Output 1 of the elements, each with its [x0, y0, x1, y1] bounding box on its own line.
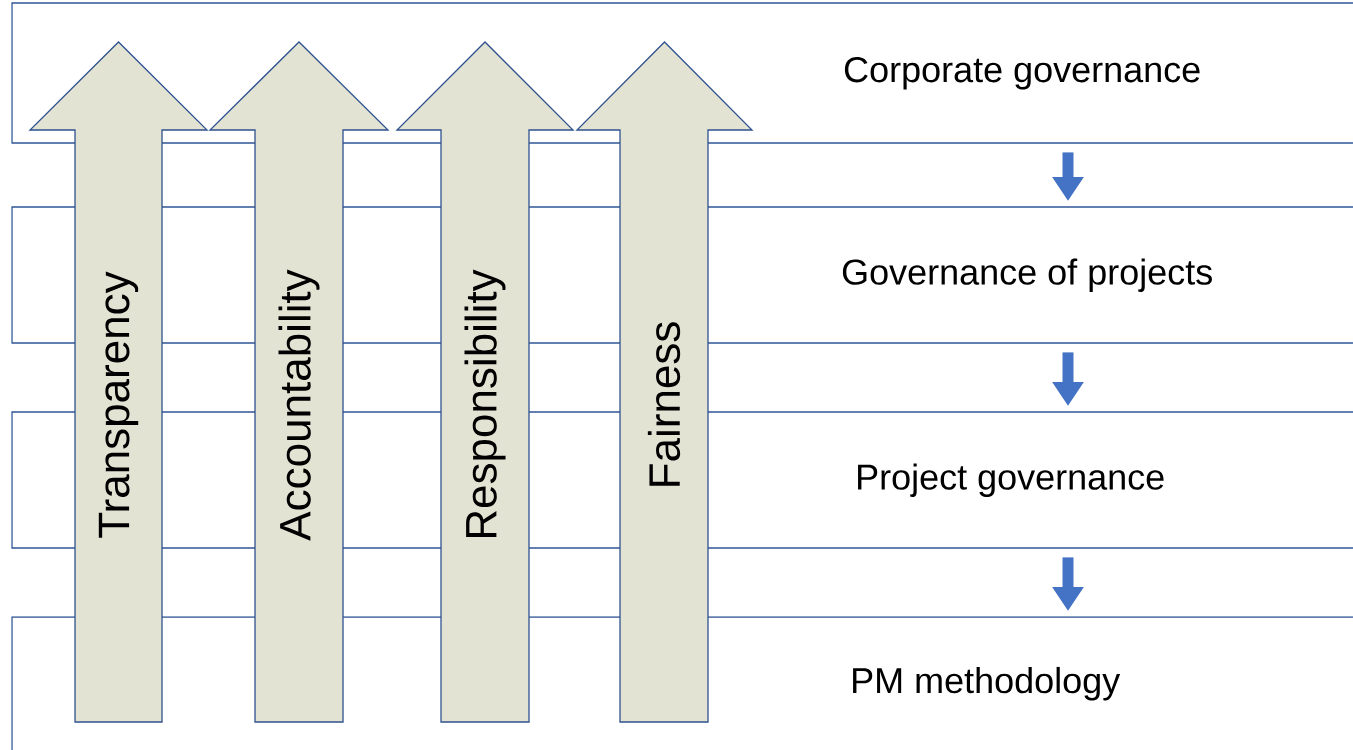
band-box: Corporate governance — [11, 2, 1353, 144]
